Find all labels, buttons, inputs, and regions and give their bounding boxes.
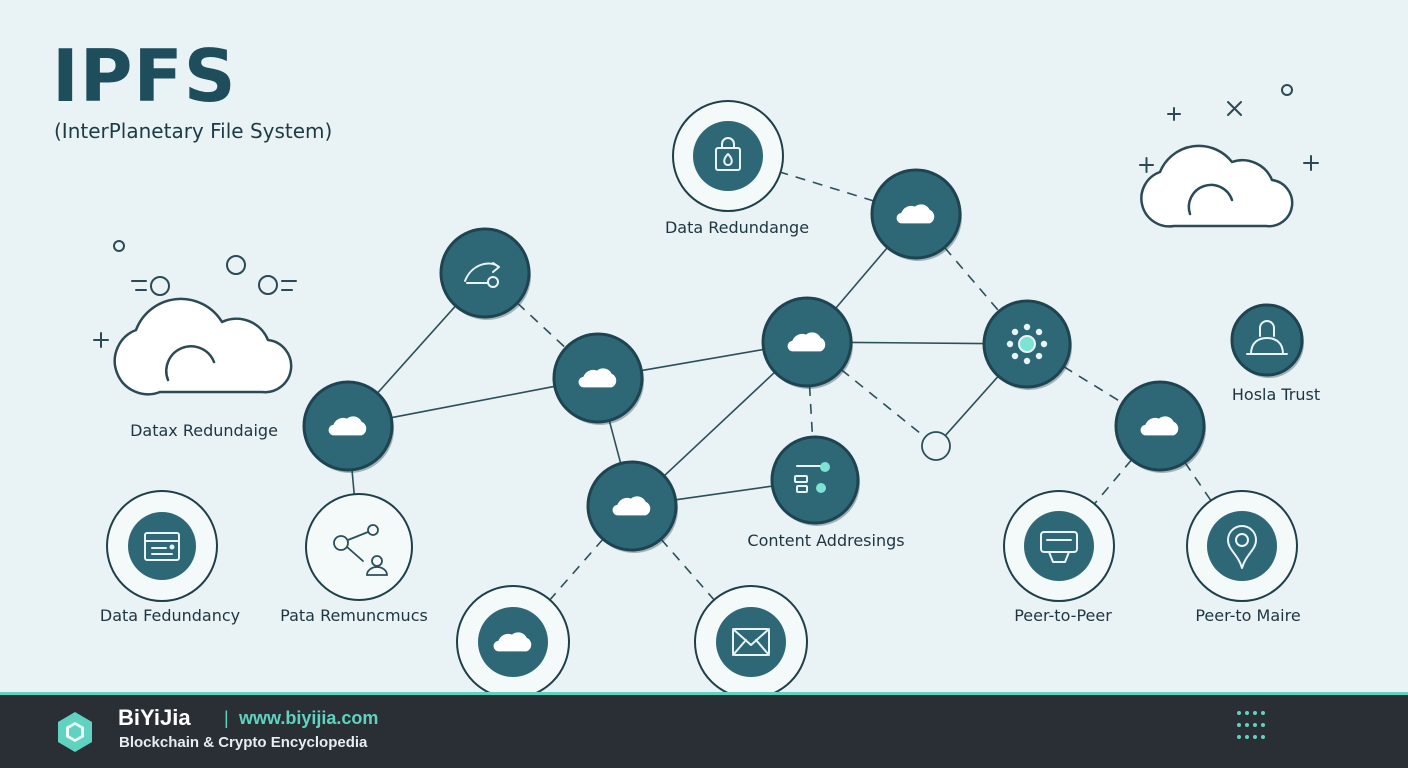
node-label: Data Redundange: [664, 218, 810, 237]
network-edge: [780, 171, 875, 202]
network-node: [672, 100, 784, 212]
network-edge: [808, 385, 814, 438]
location-pin-icon: [1227, 525, 1257, 569]
ipfs-network-diagram: Content Addresingesfenetis Addresing: [93, 84, 1319, 692]
node-label: Peer-to Maire: [1195, 606, 1301, 625]
network-edge: [1184, 461, 1212, 502]
node-label: Peer-to-Peer: [1014, 606, 1112, 625]
network-node: [770, 435, 860, 526]
network-edge: [391, 385, 555, 419]
decorations: [93, 84, 1319, 396]
network-edge: [549, 538, 604, 601]
network-edge: [943, 246, 1000, 312]
large-cloud-left-icon: [113, 297, 293, 396]
person-icon: [1246, 320, 1288, 355]
network-node: [982, 299, 1072, 390]
hub-icon: [1006, 323, 1048, 365]
cloud-icon: [493, 632, 532, 652]
network-node: [439, 227, 531, 320]
network-edge: [516, 302, 567, 349]
cloud-icon: [896, 204, 935, 224]
nodes-icon: [794, 462, 830, 493]
node-label: Data Fedundancy: [99, 606, 241, 625]
network-edge: [376, 305, 457, 394]
network-edge: [641, 348, 764, 372]
page-title: IPFS: [52, 34, 237, 118]
network-node: [870, 168, 962, 261]
website-link[interactable]: www.biyijia.com: [239, 708, 379, 728]
network-node: [1114, 380, 1206, 473]
monitor-icon: [1040, 531, 1078, 563]
network-node: [1003, 490, 1115, 602]
share-icon: [333, 524, 388, 576]
cloud-icon: [612, 496, 651, 516]
network-edge: [840, 368, 926, 438]
network-edge: [351, 469, 355, 495]
calendar-icon: [144, 532, 180, 561]
network-edge: [663, 371, 776, 477]
bag-icon: [715, 137, 741, 171]
network-edge: [660, 538, 715, 601]
network-edge: [834, 246, 889, 310]
node-label: Datax Redundaige: [130, 421, 278, 440]
brand-tagline: Blockchain & Crypto Encyclopedia: [119, 734, 368, 751]
mail-icon: [732, 628, 770, 656]
brand-separator: |: [224, 708, 229, 728]
node-label: Content Addresings: [747, 531, 905, 550]
network-edge: [944, 375, 999, 437]
sparkle-icon: [1139, 84, 1319, 173]
network-node: [761, 296, 853, 389]
network-edge: [850, 341, 985, 345]
network-node: [1230, 303, 1304, 378]
network-node: [552, 332, 644, 425]
cloud-icon: [328, 416, 367, 436]
hexagon-logo-icon: [58, 712, 92, 752]
cloud-icon: [787, 332, 826, 352]
large-cloud-right-icon: [1140, 144, 1294, 228]
sparkle-icon: [93, 240, 297, 348]
network-edge: [675, 485, 773, 501]
network-node: [106, 490, 218, 602]
network-edge: [608, 420, 622, 464]
cloud-icon: [1140, 416, 1179, 436]
node-label: Pata Remuncmucs: [280, 606, 428, 625]
network-node: [302, 380, 394, 473]
network-edge: [1063, 365, 1123, 404]
network-node: [694, 585, 808, 692]
brand-name: BiYiJia: [118, 705, 191, 730]
footer-bar: BiYiJia | www.biyijia.com Blockchain & C…: [0, 692, 1408, 768]
network-node: [305, 493, 413, 601]
page-subtitle: (InterPlanetary File System): [54, 119, 333, 143]
dots-grid-icon[interactable]: [1236, 710, 1266, 740]
network-edges: [351, 171, 1212, 601]
network-edge: [1093, 459, 1133, 505]
network-node: [456, 585, 570, 692]
cloud-icon: [578, 368, 617, 388]
node-label: Hosla Trust: [1231, 385, 1321, 404]
network-node: [586, 460, 678, 553]
network-node: [1186, 490, 1298, 602]
network-node: [921, 431, 951, 461]
network-nodes: [106, 100, 1304, 692]
share-icon: [464, 262, 500, 288]
